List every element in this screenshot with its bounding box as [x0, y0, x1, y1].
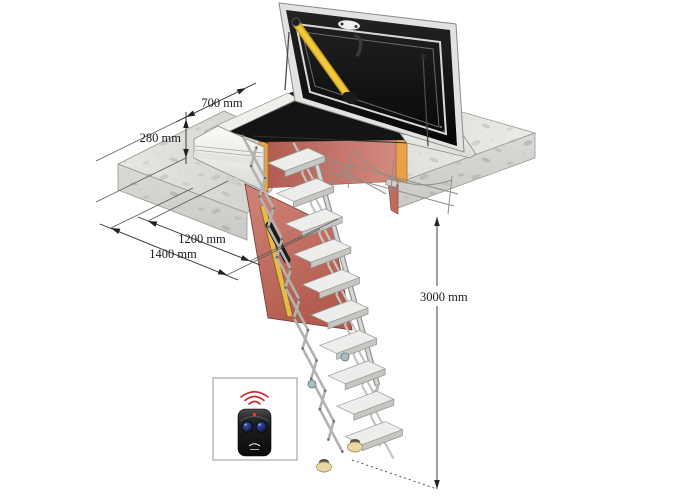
extension-lines	[95, 116, 339, 276]
dimension-arrowhead	[240, 255, 250, 261]
dimension-arrowhead	[148, 221, 158, 227]
scissor-pivot	[323, 389, 327, 393]
curb-left-molding	[194, 152, 263, 165]
signal-waves-icon	[240, 390, 269, 405]
lid-stay-rod-right	[422, 56, 429, 147]
scissor-pivot	[272, 207, 275, 210]
dimension-arrowhead	[434, 480, 440, 489]
safety-rail	[319, 149, 459, 215]
dimension-arrowhead	[236, 88, 246, 95]
remote-body	[237, 408, 272, 457]
dimension-annotations: 700 mm 280 mm 1200 mm 1400 mm 3000 mm	[95, 82, 468, 490]
scissor-pivot	[263, 176, 267, 180]
ladder-tread	[327, 360, 387, 385]
pivot-disc	[307, 379, 317, 389]
scissor-arm-left	[275, 238, 284, 258]
ladder-tread	[284, 208, 344, 233]
scissor-arm-left	[301, 329, 310, 349]
dimension-label-lid-width: 700 mm	[201, 96, 243, 110]
pivot-disc	[340, 352, 350, 362]
scissor-pivot	[241, 134, 244, 137]
dimension-arrowhead	[186, 110, 196, 117]
ladder-tread	[310, 299, 369, 324]
dimension-arrowhead	[183, 119, 189, 128]
scissor-pivot	[280, 237, 284, 241]
scissor-pivot	[318, 407, 322, 411]
floor-leader-dotted	[351, 459, 438, 490]
scissor-arm-left	[266, 208, 275, 228]
gas-strut-cylinder-end	[342, 91, 358, 105]
scissor-arm-left	[258, 177, 267, 197]
scissor-pivot	[341, 450, 344, 453]
scissor-arm-left	[309, 360, 318, 380]
scissor-arm-left	[292, 299, 301, 319]
dimension-arrowhead	[434, 217, 440, 226]
scissor-pivot	[309, 377, 313, 381]
scissor-arm-left	[249, 147, 258, 167]
dimension-label-curb-height: 280 mm	[140, 131, 182, 145]
ladder-tread	[275, 178, 335, 202]
lid-inner-frame	[294, 22, 448, 136]
ladder-tread	[318, 330, 378, 354]
dimension-arrowhead	[111, 228, 121, 234]
remote-control-inset	[212, 377, 298, 461]
remote-button-left[interactable]	[241, 421, 254, 433]
scissor-pivot	[315, 359, 318, 362]
scissor-arm-left	[284, 268, 293, 288]
scissor-pivot	[289, 267, 293, 271]
hatch-lid	[278, 2, 465, 153]
scissor-ladder	[241, 134, 404, 460]
remote-logo	[248, 443, 261, 447]
lid-handle	[354, 34, 363, 57]
scissor-arm-left	[318, 390, 327, 410]
lid-stay-rod-left	[284, 31, 290, 91]
dimension-arrows	[111, 88, 440, 489]
ladder-foot	[316, 461, 332, 473]
scissor-pivot	[266, 225, 270, 229]
remote-button-right[interactable]	[255, 421, 268, 433]
lanyard-cable	[351, 149, 453, 186]
gas-strut-pivot	[291, 17, 301, 27]
scissor-pivot	[306, 328, 310, 332]
scissor-pivot	[298, 298, 301, 301]
scissor-arm-left	[327, 420, 336, 440]
scissor-pivot	[292, 316, 296, 320]
fixing-bracket-left	[225, 175, 239, 186]
lid-latch-plate	[338, 20, 360, 30]
ladder-tread	[292, 238, 352, 263]
scissor-pivot	[284, 286, 287, 289]
scissor-pivot	[258, 195, 261, 198]
scissor-pivot	[332, 419, 336, 423]
dimension-label-floor-to-ceiling: 3000 mm	[420, 290, 468, 304]
scissor-pivot	[249, 164, 253, 168]
dimension-arrowhead	[217, 269, 227, 275]
dimension-label-overall-length: 1400 mm	[149, 247, 197, 261]
remote-led	[252, 412, 257, 417]
dimension-arrowhead	[183, 149, 189, 158]
scissor-pivot	[327, 438, 330, 441]
lid-inner-panel	[286, 10, 457, 146]
dimension-label-opening-length: 1200 mm	[178, 232, 226, 246]
scissor-pivot	[275, 255, 279, 259]
scissor-pivot	[255, 146, 258, 149]
ladder-tread	[335, 390, 395, 415]
gas-strut	[293, 20, 349, 96]
scissor-pivot	[301, 347, 304, 350]
ladder-tread	[301, 269, 361, 293]
ladder-foot	[347, 441, 363, 453]
ladder-tread	[267, 147, 326, 172]
ladder-fittings	[307, 352, 363, 473]
